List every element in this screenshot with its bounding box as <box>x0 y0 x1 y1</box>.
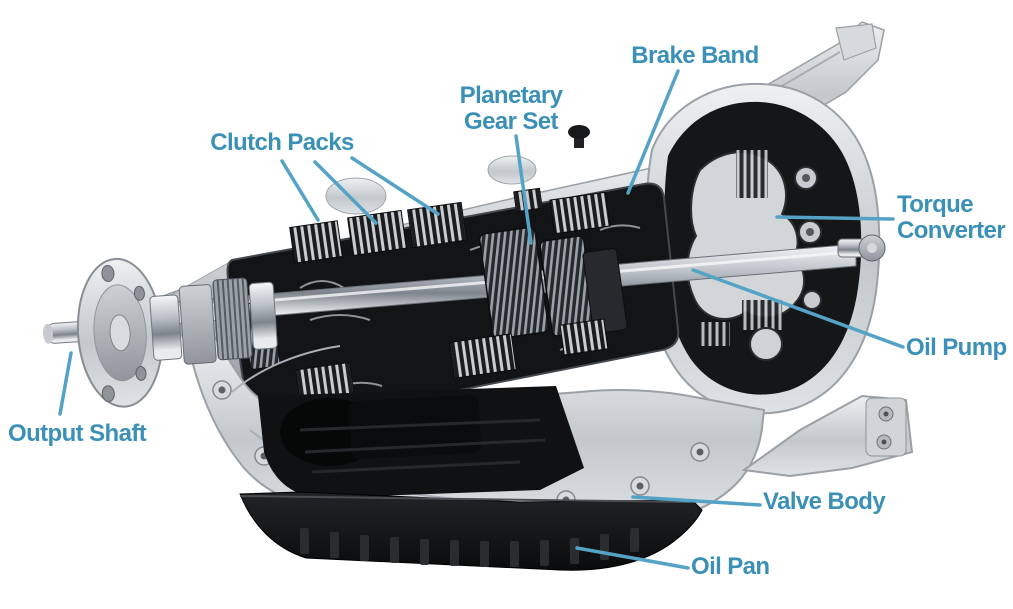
label-brake-band: Brake Band <box>631 42 759 69</box>
valve-body-opening <box>258 386 584 498</box>
brake-band-section <box>549 191 611 235</box>
label-planetary-gear-set: Planetary Gear Set <box>459 82 563 135</box>
label-clutch-packs: Clutch Packs <box>210 129 354 156</box>
output-shaft-assembly <box>42 257 278 408</box>
label-oil-pump: Oil Pump <box>906 334 1007 361</box>
breather-cap <box>568 125 590 148</box>
input-stub-shaft <box>837 234 886 262</box>
label-valve-body: Valve Body <box>763 488 886 515</box>
label-output-shaft: Output Shaft <box>8 420 147 447</box>
label-oil-pan: Oil Pan <box>691 553 770 580</box>
oil-pump-section <box>742 300 782 330</box>
label-torque-converter: Torque Converter <box>897 191 1006 244</box>
planetary-gear-set-shape <box>241 226 628 370</box>
oil-pan-shape <box>239 491 703 571</box>
